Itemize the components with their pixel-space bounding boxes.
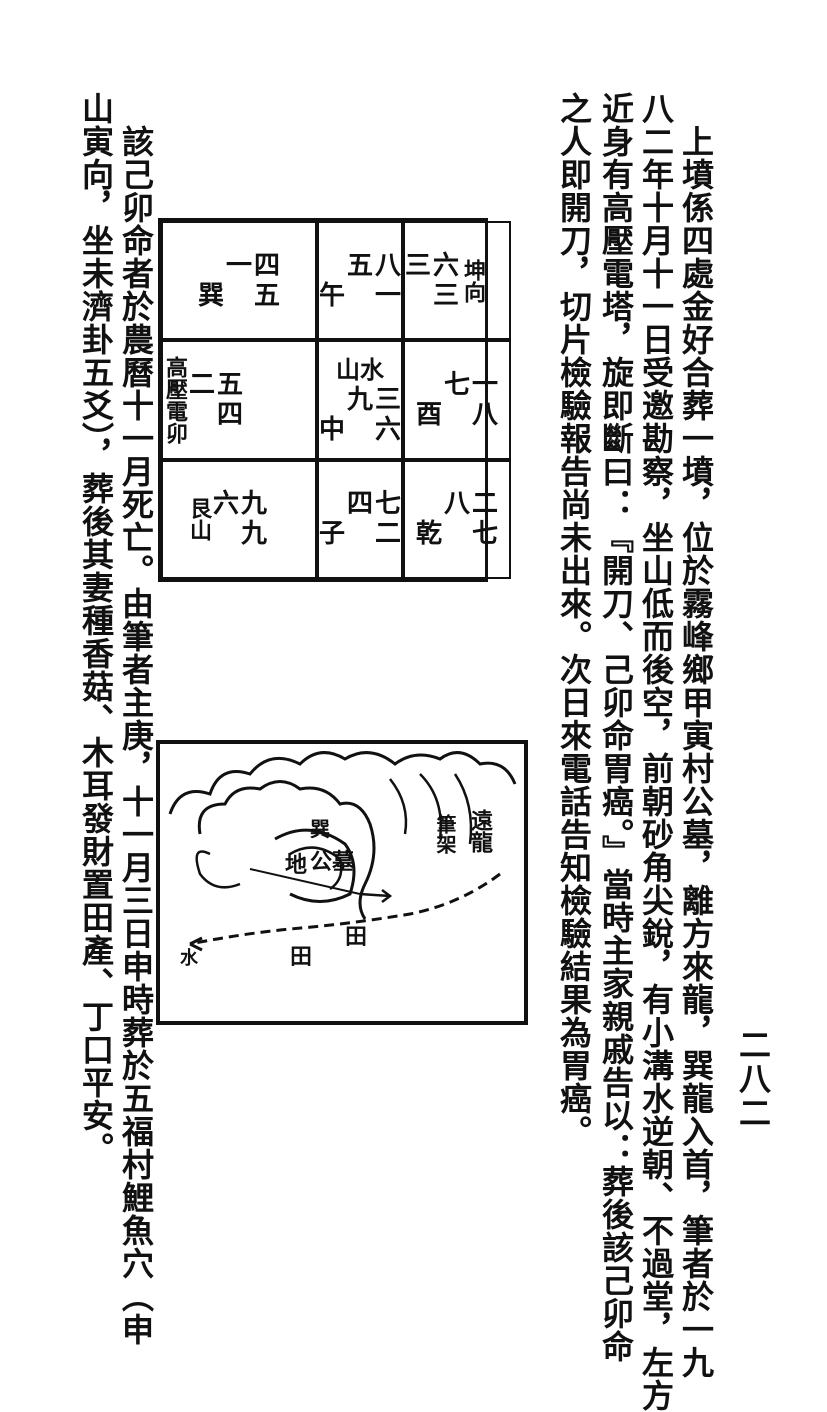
star-base: 三 — [433, 280, 460, 311]
star-water: 七 — [375, 489, 402, 520]
star-water: 四 — [254, 250, 281, 281]
label-tian-1: 田 — [345, 924, 367, 950]
water-arrow — [189, 936, 203, 952]
grid-cell-zi: 子 四 七 二 — [317, 459, 404, 579]
flow-arrow — [359, 889, 393, 903]
grave-line — [249, 868, 361, 895]
label-tian-2: 田 — [290, 944, 312, 970]
cell-label: 巽 — [197, 280, 224, 311]
star-mountain: 二 — [189, 369, 216, 400]
grid-cell-you: 酉 七 一 八 — [403, 340, 512, 460]
star-base: 八 — [472, 399, 499, 430]
star-base: 一 — [375, 280, 402, 311]
terrain-map: 遠龍 筆架 巽 公墓 地 田 田 水 — [156, 740, 528, 1025]
star-mountain: 一 — [225, 250, 252, 281]
paragraph-1-line-3: 近身有高壓電塔，旋即斷曰：『開刀、己卯命胃癌。』當時主家親戚告以：葬後該己卯命 — [597, 92, 635, 1363]
flying-star-grid: 巽 一 四 五 午 五 八 一 三 六 三 — [158, 218, 512, 582]
star-mountain: 七 — [444, 369, 471, 400]
star-mountain: 九 — [347, 384, 374, 415]
star-blank — [347, 519, 373, 549]
paragraph-1-line-2: 八二年十月十一日受邀勘察，坐山低而後空，前朝砂角尖銳，有小溝水逆朝、不過堂，左方 — [637, 92, 675, 1412]
label-shui: 水 — [180, 947, 199, 969]
label-xun: 巽 — [310, 817, 330, 841]
mountain-ridge-inner — [197, 780, 376, 920]
cell-label: 子 — [319, 519, 346, 550]
cell-label: 乾 — [415, 519, 442, 550]
star-blank — [226, 281, 252, 311]
star-base: 五 — [254, 280, 281, 311]
mountain-ridge-right — [389, 773, 473, 845]
label-gongmu: 公墓 — [310, 849, 355, 875]
grid-cell-mao: 高壓電卯 二 五 四 — [161, 340, 317, 460]
star-mountain: 八 — [444, 489, 471, 520]
grave-mound — [274, 828, 356, 903]
star-base: 九 — [241, 519, 268, 550]
star-mountain: 四 — [347, 489, 374, 520]
grid-cell-wu: 午 五 八 一 — [317, 221, 404, 341]
grave-inner — [289, 846, 343, 891]
center-top-label: 山水 — [336, 354, 384, 384]
grid-cell-xun: 巽 一 四 五 — [161, 221, 317, 341]
star-base: 六 — [375, 414, 402, 445]
star-water: 三 — [375, 384, 402, 415]
paragraph-2-line-1: 該己卯命者於農曆十一月死亡。由筆者主庚，十一月三日申時葬於五福村鯉魚穴（申 — [117, 92, 155, 1346]
star-mountain: 三 — [405, 250, 432, 281]
star-water: 九 — [241, 489, 268, 520]
grid-cell-kun: 三 六 三 坤向 — [403, 221, 512, 341]
mountain-ridge-outer — [168, 751, 517, 815]
water-flow — [189, 872, 501, 946]
paragraph-1-line-4: 之人即開刀，切片檢驗報告尚未出來。次日來電話告知檢驗結果為胃癌。 — [555, 92, 593, 1148]
grid-cell-gen: 艮山 六 九 九 — [161, 459, 317, 579]
page-number: 二八二 — [734, 1028, 772, 1130]
cell-label: 高壓電卯 — [162, 355, 188, 444]
terrain-map-svg: 遠龍 筆架 巽 公墓 地 田 田 水 — [168, 751, 517, 970]
paragraph-2-line-2: 山寅向，坐未濟卦五爻），葬後其妻種香菇、木耳發財置田產、丁口平安。 — [77, 92, 115, 1165]
mountain-ridge-left — [195, 850, 241, 889]
label-di: 地 — [285, 852, 307, 878]
star-water: 五 — [217, 369, 244, 400]
star-blank — [189, 400, 215, 430]
star-water: 六 — [433, 250, 460, 281]
star-base: 七 — [472, 519, 499, 550]
star-blank — [405, 281, 431, 311]
star-blank — [213, 519, 239, 549]
star-water: 一 — [472, 369, 499, 400]
star-water: 八 — [375, 250, 402, 281]
cell-label: 酉 — [415, 399, 442, 430]
cell-label: 午 — [319, 280, 346, 311]
grid-cell-qian: 乾 八 二 七 — [403, 459, 512, 579]
cell-label: 中 — [319, 414, 346, 445]
paragraph-1-line-1: 上墳係四處金好合葬一墳，位於霧峰鄉甲寅村公墓，離方來龍，巽龍入首，筆者於一九 — [677, 92, 715, 1379]
star-blank — [347, 415, 373, 445]
cell-label: 坤向 — [460, 258, 487, 303]
grid-cell-zhong: 山水 中 九 三 六 — [317, 340, 404, 460]
star-base: 四 — [217, 399, 244, 430]
star-mountain: 五 — [347, 250, 374, 281]
star-mountain: 六 — [212, 489, 239, 520]
star-base: 二 — [375, 519, 402, 550]
star-water: 二 — [472, 489, 499, 520]
star-blank — [444, 400, 470, 430]
label-yuanlong: 遠龍 — [467, 808, 493, 854]
star-blank — [444, 519, 470, 549]
cell-label: 艮山 — [185, 497, 212, 542]
label-bijia: 筆架 — [433, 813, 457, 855]
star-blank — [347, 281, 373, 311]
